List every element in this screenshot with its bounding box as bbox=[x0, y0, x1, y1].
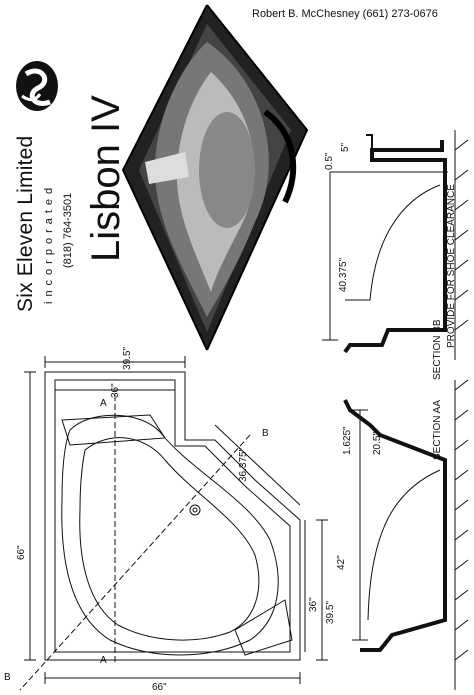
section-line-b bbox=[19, 434, 251, 691]
section-aa-profile bbox=[343, 399, 447, 652]
plan-basin bbox=[61, 414, 279, 656]
plan-drain bbox=[189, 504, 201, 516]
shoe-clearance-note: PROVIDE FOR SHOE CLEARANCE bbox=[446, 184, 457, 348]
section-bb-curve bbox=[345, 184, 441, 301]
plan-outline bbox=[44, 371, 301, 661]
company-logo bbox=[12, 58, 62, 114]
dim-diagonal: 36.375" bbox=[238, 447, 249, 482]
plan-seat-top bbox=[61, 414, 166, 446]
aa-dim-depth: 42" bbox=[336, 555, 347, 570]
aa-dim-top: 20.5" bbox=[372, 431, 383, 455]
dim-height: 66" bbox=[16, 545, 27, 560]
section-bb-profile bbox=[343, 140, 447, 354]
plan-basin-inner bbox=[79, 437, 260, 641]
section-bb-title: SECTION BB bbox=[432, 319, 443, 380]
section-aa-curve bbox=[367, 469, 441, 621]
label-a-top: A bbox=[100, 398, 107, 409]
dim-right-inner: 36" bbox=[308, 597, 319, 612]
dim-width-outer: 39.5" bbox=[122, 346, 133, 370]
label-b-right: B bbox=[262, 428, 269, 439]
contact-header: Robert B. McChesney (661) 273-0676 bbox=[252, 8, 438, 20]
label-b-left: B bbox=[4, 672, 11, 683]
dim-right-outer: 39.5" bbox=[325, 600, 336, 624]
bb-dim-rim: 0.5" bbox=[324, 152, 335, 170]
plan-inner-outline bbox=[54, 379, 291, 653]
section-aa-title: SECTION AA bbox=[432, 399, 443, 460]
dim-width-inner: 36" bbox=[110, 383, 121, 398]
bb-dim-top: 5" bbox=[340, 142, 351, 152]
tub-photo bbox=[115, 2, 310, 352]
aa-dim-rim: 1.625" bbox=[342, 426, 353, 455]
plan-seat-bottom bbox=[234, 599, 293, 656]
bb-dim-depth: 40.375" bbox=[338, 257, 349, 292]
dim-bottom-width: 66" bbox=[152, 682, 167, 693]
label-a-bottom: A bbox=[100, 655, 107, 666]
